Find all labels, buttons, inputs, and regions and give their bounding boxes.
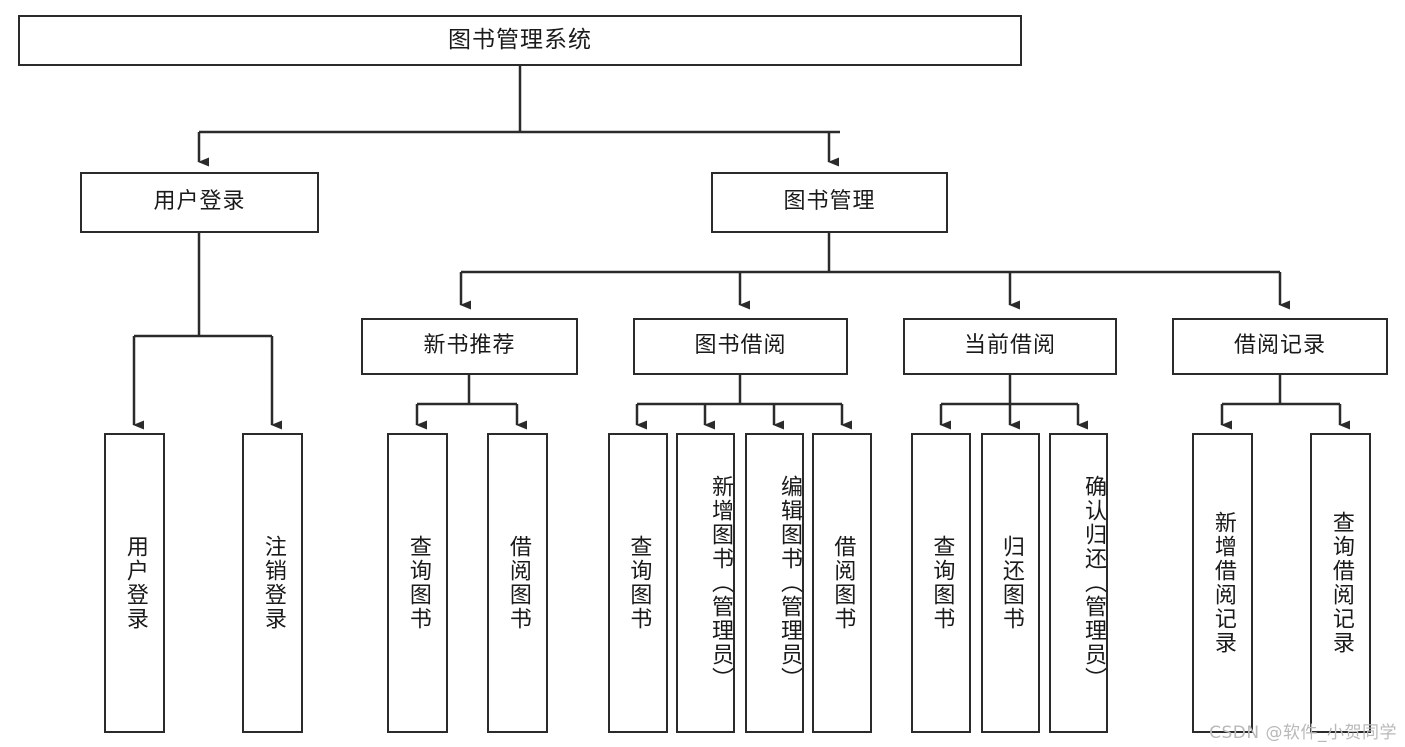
leaf-query-borrow-record[interactable]: 查询借阅记录 (1310, 433, 1371, 733)
leaf-borrow-book-recommend[interactable]: 借阅图书 (487, 433, 548, 733)
leaf-user-login[interactable]: 用户登录 (104, 433, 165, 733)
leaf-confirm-return-admin[interactable]: 确认归还（管理员） (1049, 433, 1108, 733)
node-user-login[interactable]: 用户登录 (80, 172, 319, 233)
leaf-add-borrow-record[interactable]: 新增借阅记录 (1192, 433, 1253, 733)
leaf-query-book-current[interactable]: 查询图书 (911, 433, 971, 733)
leaf-query-book-recommend[interactable]: 查询图书 (387, 433, 448, 733)
leaf-borrow-book[interactable]: 借阅图书 (812, 433, 872, 733)
watermark-text: CSDN @软件_小贺同学 (1209, 723, 1397, 743)
leaf-return-book[interactable]: 归还图书 (981, 433, 1040, 733)
leaf-add-book-admin[interactable]: 新增图书（管理员） (676, 433, 735, 733)
node-book-borrow[interactable]: 图书借阅 (633, 318, 848, 375)
node-book-management[interactable]: 图书管理 (711, 172, 948, 233)
node-new-book-recommend[interactable]: 新书推荐 (361, 318, 578, 375)
node-borrow-record[interactable]: 借阅记录 (1172, 318, 1388, 375)
leaf-edit-book-admin[interactable]: 编辑图书（管理员） (745, 433, 804, 733)
leaf-logout[interactable]: 注销登录 (242, 433, 303, 733)
node-current-borrow[interactable]: 当前借阅 (903, 318, 1117, 375)
node-root-system[interactable]: 图书管理系统 (18, 15, 1022, 66)
leaf-query-book-borrow[interactable]: 查询图书 (608, 433, 668, 733)
